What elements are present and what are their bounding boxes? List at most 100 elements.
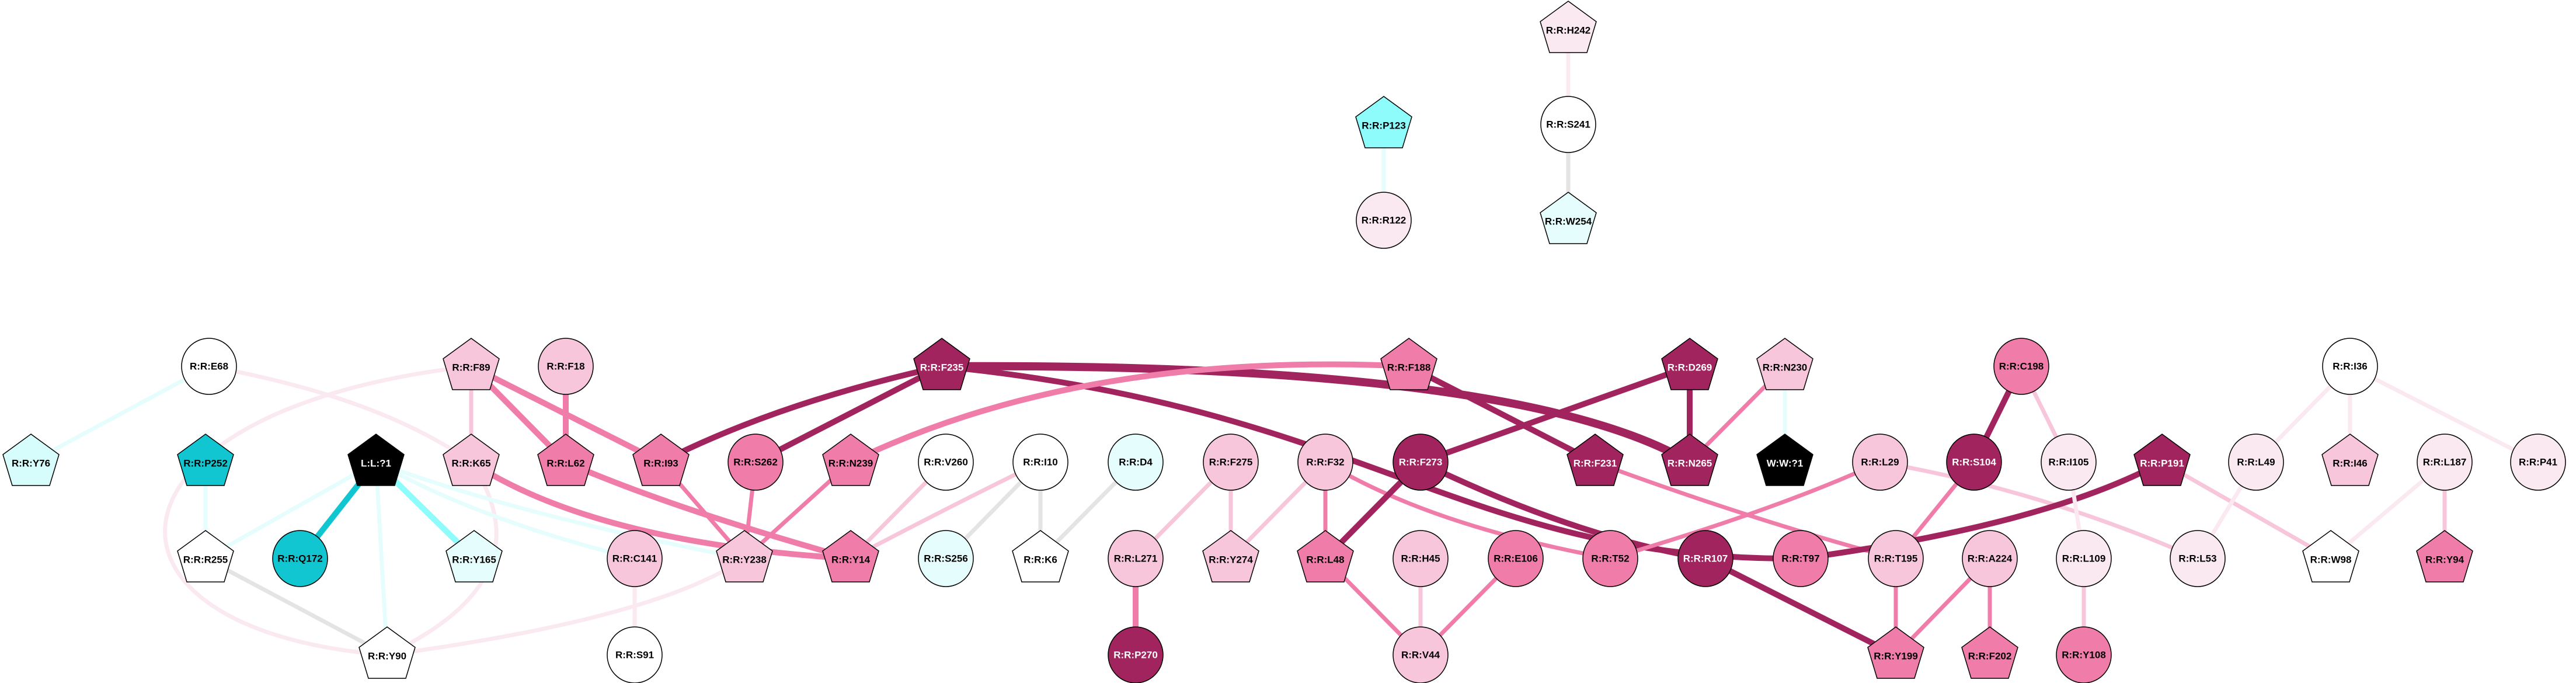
node-r-r-p252[interactable]: R:R:P252 xyxy=(177,434,234,486)
node-label: R:R:C141 xyxy=(612,553,657,564)
node-r-r-y76[interactable]: R:R:Y76 xyxy=(2,434,60,486)
edge-r-r-e68-to-r-r-k65 xyxy=(208,364,473,464)
node-label: R:R:V260 xyxy=(924,457,968,468)
node-r-r-f188[interactable]: R:R:F188 xyxy=(1380,338,1437,390)
node-l-l-1[interactable]: L:L:?1 xyxy=(347,434,405,486)
node-r-r-i46[interactable]: R:R:I46 xyxy=(2321,434,2379,486)
node-r-r-i10[interactable]: R:R:I10 xyxy=(1012,434,1068,491)
pentagon-node-shape xyxy=(716,530,773,583)
node-label: R:R:Y14 xyxy=(831,554,871,566)
circle-node-shape xyxy=(1773,530,1829,587)
node-r-r-l109[interactable]: R:R:L109 xyxy=(2056,530,2112,587)
node-r-r-i93[interactable]: R:R:I93 xyxy=(632,434,690,486)
node-r-r-l49[interactable]: R:R:L49 xyxy=(2228,434,2284,491)
node-label: R:R:F18 xyxy=(546,361,584,372)
node-label: R:R:A224 xyxy=(1968,553,2013,564)
node-r-r-f32[interactable]: R:R:F32 xyxy=(1297,434,1353,491)
node-label: R:R:L29 xyxy=(1861,457,1899,468)
node-r-r-f275[interactable]: R:R:F275 xyxy=(1203,434,1259,491)
node-label: R:R:N230 xyxy=(1763,362,1808,373)
edge-r-r-f273-to-r-r-r107 xyxy=(1419,459,1706,561)
node-r-r-c141[interactable]: R:R:C141 xyxy=(607,530,663,587)
node-r-r-y14[interactable]: R:R:Y14 xyxy=(822,530,879,583)
node-r-r-y90[interactable]: R:R:Y90 xyxy=(358,626,416,679)
node-r-r-f18[interactable]: R:R:F18 xyxy=(538,338,594,395)
node-r-r-l271[interactable]: R:R:L271 xyxy=(1108,530,1164,587)
node-r-r-r122[interactable]: R:R:R122 xyxy=(1356,192,1412,249)
node-r-r-p123[interactable]: R:R:P123 xyxy=(1355,96,1412,148)
node-r-r-f231[interactable]: R:R:F231 xyxy=(1567,434,1624,486)
node-r-r-y199[interactable]: R:R:Y199 xyxy=(1867,626,1924,679)
node-r-r-n265[interactable]: R:R:N265 xyxy=(1661,434,1718,486)
node-r-r-t195[interactable]: R:R:T195 xyxy=(1868,530,1924,587)
node-r-r-v260[interactable]: R:R:V260 xyxy=(918,434,974,491)
node-r-r-h242[interactable]: R:R:H242 xyxy=(1540,1,1597,53)
node-r-r-t97[interactable]: R:R:T97 xyxy=(1773,530,1829,587)
node-label: R:R:Y108 xyxy=(2062,650,2106,661)
node-label: R:R:D269 xyxy=(1668,362,1712,373)
node-r-r-s104[interactable]: R:R:S104 xyxy=(1946,434,2002,491)
node-r-r-d269[interactable]: R:R:D269 xyxy=(1661,338,1718,390)
node-r-r-i36[interactable]: R:R:I36 xyxy=(2322,338,2378,395)
node-r-r-y238[interactable]: R:R:Y238 xyxy=(716,530,773,583)
node-label: R:R:R107 xyxy=(1683,553,1728,564)
node-r-r-n239[interactable]: R:R:N239 xyxy=(822,434,879,486)
node-r-r-s91[interactable]: R:R:S91 xyxy=(607,626,663,683)
node-r-r-v44[interactable]: R:R:V44 xyxy=(1393,626,1449,683)
node-r-r-i105[interactable]: R:R:I105 xyxy=(2041,434,2097,491)
circle-node-shape xyxy=(607,530,663,587)
node-r-r-q172[interactable]: R:R:Q172 xyxy=(272,530,328,587)
node-r-r-a224[interactable]: R:R:A224 xyxy=(1962,530,2018,587)
circle-node-shape xyxy=(1108,530,1164,587)
node-r-r-l187[interactable]: R:R:L187 xyxy=(2417,434,2473,491)
node-label: R:R:S256 xyxy=(924,553,968,564)
node-r-r-p191[interactable]: R:R:P191 xyxy=(2133,434,2191,486)
edge-r-r-l29-to-r-r-l53 xyxy=(1879,460,2199,561)
node-r-r-y108[interactable]: R:R:Y108 xyxy=(2056,626,2112,683)
circle-node-shape xyxy=(1852,434,1908,491)
node-r-r-w254[interactable]: R:R:W254 xyxy=(1540,192,1597,244)
node-r-r-p270[interactable]: R:R:P270 xyxy=(1108,626,1164,683)
node-r-r-r255[interactable]: R:R:R255 xyxy=(177,530,234,583)
node-label: R:R:N265 xyxy=(1668,458,1712,469)
node-w-w-1[interactable]: W:W:?1 xyxy=(1756,434,1813,486)
node-r-r-l53[interactable]: R:R:L53 xyxy=(2170,530,2226,587)
node-r-r-n230[interactable]: R:R:N230 xyxy=(1756,338,1813,390)
edge-l-l-1-to-r-r-c141 xyxy=(375,460,635,561)
node-r-r-h45[interactable]: R:R:H45 xyxy=(1393,530,1449,587)
edge-l-l-1-to-r-r-r255 xyxy=(204,460,377,561)
node-r-r-f89[interactable]: R:R:F89 xyxy=(443,338,500,390)
node-r-r-s241[interactable]: R:R:S241 xyxy=(1540,96,1596,153)
edge-r-r-i36-to-r-r-p41 xyxy=(2349,364,2539,464)
pentagon-node-shape xyxy=(1661,338,1718,390)
pentagon-node-shape xyxy=(445,530,503,583)
node-r-r-l48[interactable]: R:R:L48 xyxy=(1297,530,1354,583)
node-r-r-c198[interactable]: R:R:C198 xyxy=(1993,338,2049,395)
circle-node-shape xyxy=(1677,530,1733,587)
node-r-r-w98[interactable]: R:R:W98 xyxy=(2302,530,2359,583)
node-label: R:R:I93 xyxy=(643,458,678,469)
node-r-r-e68[interactable]: R:R:E68 xyxy=(181,338,237,395)
circle-node-shape xyxy=(272,530,328,587)
node-r-r-f273[interactable]: R:R:F273 xyxy=(1393,434,1449,491)
node-r-r-t52[interactable]: R:R:T52 xyxy=(1582,530,1638,587)
node-label: R:R:K6 xyxy=(1024,554,1057,566)
node-r-r-p41[interactable]: R:R:P41 xyxy=(2510,434,2566,491)
node-r-r-f235[interactable]: R:R:F235 xyxy=(913,338,970,390)
node-r-r-y274[interactable]: R:R:Y274 xyxy=(1202,530,1259,583)
node-r-r-s256[interactable]: R:R:S256 xyxy=(918,530,974,587)
node-label: R:R:T52 xyxy=(1591,553,1629,564)
node-r-r-r107[interactable]: R:R:R107 xyxy=(1677,530,1733,587)
node-r-r-e106[interactable]: R:R:E106 xyxy=(1488,530,1544,587)
node-r-r-l29[interactable]: R:R:L29 xyxy=(1852,434,1908,491)
node-r-r-l62[interactable]: R:R:L62 xyxy=(537,434,594,486)
node-r-r-d4[interactable]: R:R:D4 xyxy=(1108,434,1164,491)
node-r-r-k65[interactable]: R:R:K65 xyxy=(443,434,500,486)
node-r-r-s262[interactable]: R:R:S262 xyxy=(727,434,784,491)
circle-node-shape xyxy=(1868,530,1924,587)
node-r-r-f202[interactable]: R:R:F202 xyxy=(1961,626,2018,679)
node-r-r-k6[interactable]: R:R:K6 xyxy=(1012,530,1069,583)
node-r-r-y94[interactable]: R:R:Y94 xyxy=(2416,530,2473,583)
circle-node-shape xyxy=(2056,626,2112,683)
node-r-r-y165[interactable]: R:R:Y165 xyxy=(445,530,503,583)
